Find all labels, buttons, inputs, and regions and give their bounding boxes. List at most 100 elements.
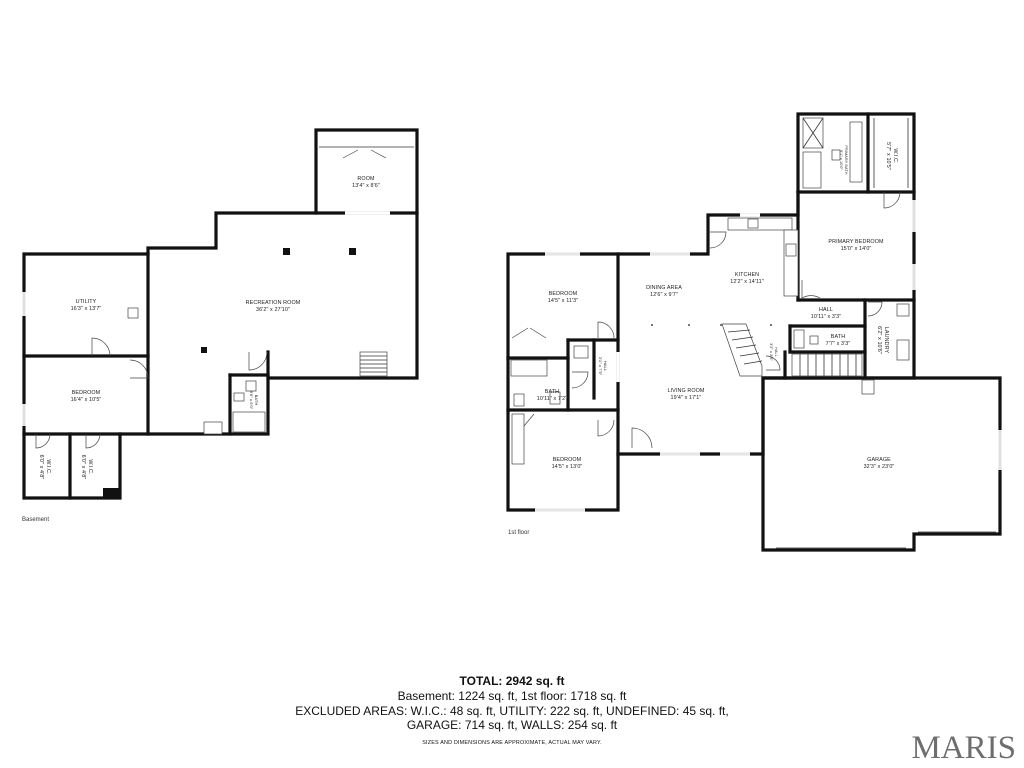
room-label-primary-bath: PRIMARY BATH 9'1" x 10'0": [838, 145, 848, 174]
room-name: ROOM: [357, 176, 375, 182]
room-dims: 16'4" x 10'5": [70, 397, 102, 403]
room-dims: 36'2" x 27'10": [256, 307, 290, 313]
bathtub: [510, 359, 548, 377]
basement-exterior-wall: [22, 128, 419, 500]
ceiling-marks: [651, 324, 772, 326]
room-name: BATH: [830, 334, 846, 340]
room-label-wic: W.I.C. 6'0" x 4'8": [79, 455, 93, 480]
door-swing: [91, 337, 111, 357]
garage-wall: [761, 376, 1002, 552]
room-name: HALL: [603, 360, 608, 372]
room-label-primary-bedroom: PRIMARY BEDROOM 15'0" x 14'0": [828, 239, 883, 253]
room-label-bath: BATH 7'7" x 3'3": [826, 334, 851, 348]
support-column: [349, 248, 356, 255]
toilet: [809, 335, 819, 345]
room-name: RECREATION ROOM: [245, 300, 301, 306]
room-name: PRIMARY BATH: [844, 145, 848, 175]
door-swing: [35, 433, 51, 449]
room-label-hall: HALL 3'2" x 3'5": [768, 343, 778, 361]
door-swing: [248, 351, 268, 371]
room-name: DINING AREA: [646, 285, 682, 291]
floor-areas: Basement: 1224 sq. ft, 1st floor: 1718 s…: [397, 689, 627, 703]
toilet: [831, 149, 841, 161]
washer: [896, 303, 910, 317]
room-dims: 10'11" x 7'2": [536, 396, 568, 402]
room-dims: 12'2" x 14'11": [730, 279, 764, 285]
disclaimer: SIZES AND DIMENSIONS ARE APPROXIMATE, AC…: [422, 739, 602, 746]
shower-mark: [802, 117, 824, 149]
first-floor-exterior-wall: [506, 112, 916, 512]
door-swing: [129, 359, 149, 379]
sink: [793, 329, 805, 349]
room-label-wic: W.I.C. 6'0" x 4'8": [37, 455, 51, 480]
room-label-recreation: RECREATION ROOM 36'2" x 27'10": [246, 300, 301, 314]
room-dims: 6'0" x 4'8": [38, 454, 44, 480]
excluded-areas: EXCLUDED AREAS: W.I.C.: 48 sq. ft, UTILI…: [295, 703, 729, 718]
door-swing: [85, 433, 101, 449]
support-column: [201, 347, 207, 353]
room-dims: 15'0" x 14'0": [840, 246, 872, 252]
stairs: [791, 353, 863, 377]
room-label-room: ROOM 13'4" x 8'6": [352, 176, 380, 190]
room-label-garage: GARAGE 32'3" x 23'0": [864, 457, 895, 471]
room-name: BATH: [544, 389, 560, 395]
room-dims: 14'5" x 11'3": [547, 298, 579, 304]
first-floor-plan: [506, 112, 1002, 552]
garage-fixture: [861, 379, 875, 395]
room-name: BATH: [254, 394, 259, 406]
bathtub: [802, 151, 822, 189]
sink: [513, 393, 525, 407]
room-dims: 8'6" x 5'0": [249, 390, 254, 410]
room-dims: 3'1" x 7'5": [598, 356, 603, 376]
closet: [511, 413, 525, 465]
sink: [549, 391, 561, 405]
room-dims: 5'7" x 10'5": [885, 142, 891, 170]
room-label-dining: DINING AREA 12'6" x 9'7": [646, 285, 682, 299]
front-door-swing: [631, 427, 653, 449]
room-name: HALL: [774, 347, 778, 357]
brand-watermark: MARIS: [911, 730, 1016, 766]
excluded-areas-cont: GARAGE: 714 sq. ft, WALLS: 254 sq. ft: [406, 718, 618, 732]
floor-label-basement: Basement: [22, 517, 50, 523]
door-swing: [597, 321, 615, 339]
door-swing: [883, 191, 901, 209]
room-name: BEDROOM: [548, 291, 578, 297]
door-swing: [801, 280, 821, 299]
support-column: [283, 248, 290, 255]
room-label-hall: HALL 3'1" x 7'5": [598, 357, 608, 376]
room-label-bedroom: BEDROOM 16'4" x 10'5": [71, 390, 102, 404]
door-swing: [765, 355, 781, 371]
room-dims: 7'7" x 3'3": [825, 341, 851, 347]
room-name: W.I.C.: [87, 459, 93, 475]
closet-door: [511, 327, 547, 339]
utility-fixture: [127, 307, 139, 319]
room-dims: 14'5" x 13'0": [551, 464, 583, 470]
room-name: LIVING ROOM: [667, 388, 705, 394]
room-dims: 13'4" x 8'6": [352, 183, 380, 189]
room-name: LAUNDRY: [883, 326, 889, 354]
wall-block: [103, 488, 120, 498]
room-label-bedroom: BEDROOM 14'5" x 11'3": [548, 291, 578, 305]
stairs: [721, 323, 763, 377]
room-dims: 10'11" x 3'3": [810, 314, 842, 320]
total-area: TOTAL: 2942 sq. ft: [459, 674, 565, 688]
closet-door: [523, 413, 535, 427]
shower: [232, 411, 266, 433]
room-label-utility: UTILITY 16'3" x 13'7": [71, 299, 102, 313]
sink: [245, 380, 257, 392]
floor-label-first-floor: 1st floor: [508, 530, 530, 536]
room-name: HALL: [819, 307, 833, 313]
door-swing: [867, 301, 883, 317]
room-dims: 12'6" x 9'7": [650, 292, 678, 298]
room-dims: 3'2" x 3'5": [769, 343, 773, 361]
vanity: [849, 121, 863, 183]
toilet: [573, 345, 589, 359]
dryer: [896, 339, 910, 361]
room-dims: 9'1" x 10'0": [839, 150, 843, 170]
room-name: PRIMARY BEDROOM: [828, 239, 884, 245]
room-label-living: LIVING ROOM 19'4" x 17'1": [667, 388, 704, 402]
kitchen-counters: [727, 217, 799, 297]
room-name: GARAGE: [867, 457, 891, 463]
room-name: UTILITY: [75, 299, 97, 305]
